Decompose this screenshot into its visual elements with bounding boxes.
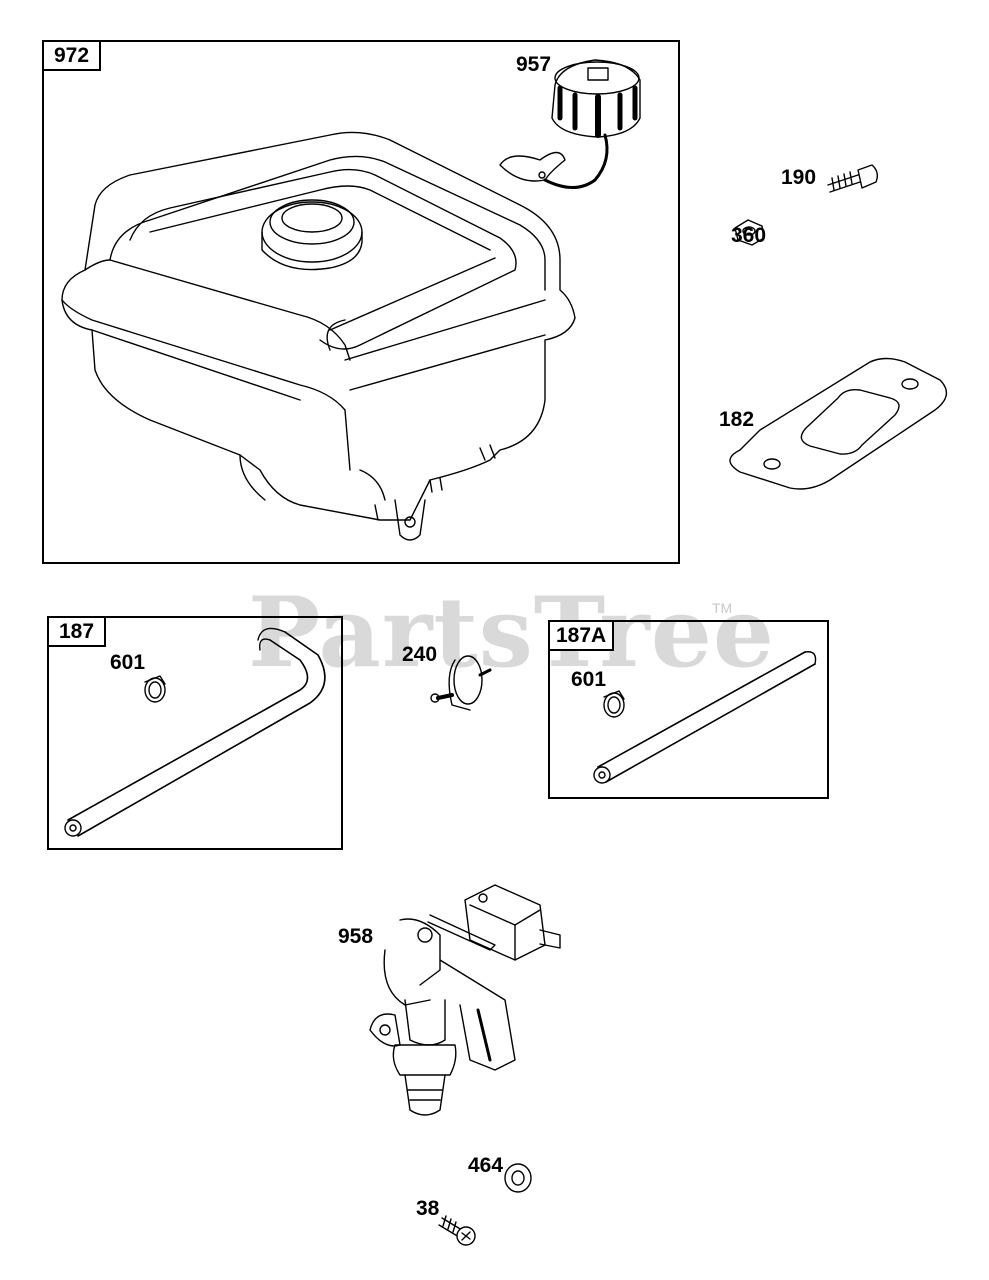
callout-360: 360 xyxy=(731,224,767,247)
group-box-187: 187 xyxy=(47,616,343,850)
fuel-cap-drawing[interactable] xyxy=(499,59,641,189)
watermark-text: PartsTree xyxy=(248,576,775,689)
hose-187a-drawing[interactable] xyxy=(593,651,817,784)
callout-190: 190 xyxy=(781,166,817,189)
nut-360-drawing[interactable] xyxy=(734,219,765,246)
callout-464: 464 xyxy=(468,1154,504,1177)
box-tag-187: 187 xyxy=(47,616,107,647)
callout-958: 958 xyxy=(338,925,374,948)
hose-187-drawing[interactable] xyxy=(64,627,326,837)
callout-957: 957 xyxy=(516,53,552,76)
fuel-valve-958-drawing[interactable] xyxy=(369,884,561,1116)
filter-240-drawing[interactable] xyxy=(430,655,492,711)
group-box-187a: 187A xyxy=(548,620,829,799)
box-tag-187a: 187A xyxy=(548,620,615,651)
callout-601-a: 601 xyxy=(110,651,146,674)
fuel-tank-drawing[interactable] xyxy=(61,131,576,541)
group-box-972: 972 xyxy=(42,40,680,564)
callout-601-b: 601 xyxy=(571,668,607,691)
washer-464-drawing[interactable] xyxy=(504,1163,532,1193)
callout-240: 240 xyxy=(402,643,438,666)
watermark-tm: TM xyxy=(712,600,733,616)
gasket-182-drawing[interactable] xyxy=(729,357,948,490)
clamp-601-b-drawing[interactable] xyxy=(603,690,625,718)
box-tag-972: 972 xyxy=(42,40,102,71)
callout-38: 38 xyxy=(416,1197,440,1220)
callout-182: 182 xyxy=(719,408,755,431)
bolt-190-drawing[interactable] xyxy=(827,164,879,193)
clamp-601-a-drawing[interactable] xyxy=(144,675,166,703)
screw-38-drawing[interactable] xyxy=(438,1215,476,1246)
